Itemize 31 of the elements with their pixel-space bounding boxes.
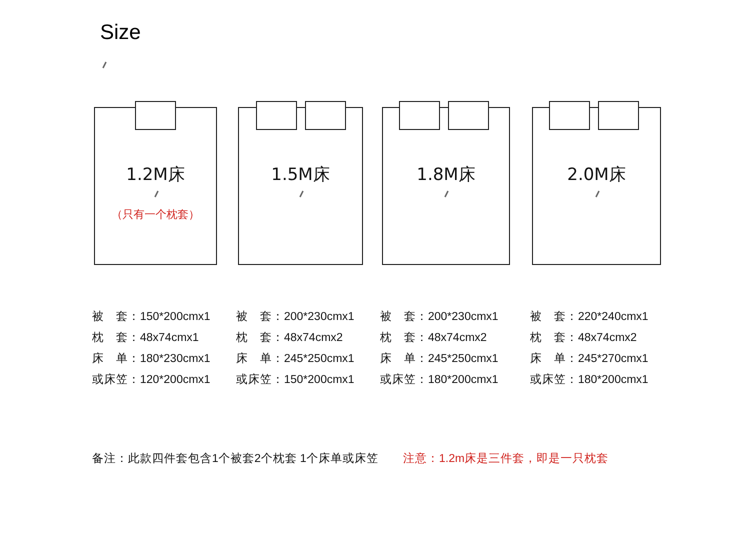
pillow-outline (448, 101, 489, 130)
warning-text: 注意：1.2m床是三件套，即是一只枕套 (403, 451, 609, 466)
size-spec: 床 单：245*270cmx1 (530, 351, 648, 366)
title: Size (100, 21, 141, 45)
bed-size-label: 1.8M床 (416, 164, 476, 186)
size-spec: 床 单：245*250cmx1 (236, 351, 354, 366)
pillow-outline (305, 101, 346, 130)
size-spec: 床 单：180*230cmx1 (92, 351, 210, 366)
bed-size-label: 1.5M床 (270, 164, 331, 186)
pillow-outline (399, 101, 440, 130)
size-spec: 被 套：150*200cmx1 (92, 310, 210, 324)
pillow-outline (135, 101, 176, 130)
size-spec: 或床笠：180*200cmx1 (380, 372, 498, 387)
size-spec: 被 套：200*230cmx1 (236, 310, 354, 324)
size-spec: 枕 套：48x74cmx1 (92, 330, 199, 345)
pillow-outline (549, 101, 590, 130)
pillow-outline (598, 101, 639, 130)
size-spec: 或床笠：120*200cmx1 (92, 372, 210, 387)
size-spec: 被 套：200*230cmx1 (380, 310, 498, 324)
remark-text: 备注：此款四件套包含1个被套2个枕套 1个床单或床笠 (92, 451, 378, 466)
size-spec: 或床笠：150*200cmx1 (236, 372, 354, 387)
bed-note: （只有一个枕套） (110, 207, 200, 222)
size-spec: 或床笠：180*200cmx1 (530, 372, 648, 387)
size-spec: 枕 套：48x74cmx2 (236, 330, 343, 345)
size-spec: 床 单：245*250cmx1 (380, 351, 498, 366)
bed-size-label: 1.2M床 (125, 164, 186, 186)
size-spec: 枕 套：48x74cmx2 (530, 330, 637, 345)
pillow-outline (256, 101, 297, 130)
size-spec: 被 套：220*240cmx1 (530, 310, 648, 324)
size-spec: 枕 套：48x74cmx2 (380, 330, 487, 345)
bed-size-label: 2.0M床 (566, 164, 627, 186)
